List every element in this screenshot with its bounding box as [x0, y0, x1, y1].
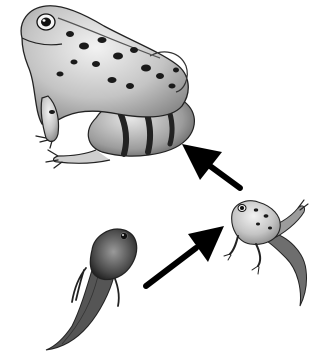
arrow-froglet-to-adult-frog: [182, 144, 240, 188]
tadpole-body: [90, 229, 136, 279]
froglet-tail: [268, 232, 307, 306]
arrow-tadpole-to-froglet: [146, 226, 224, 286]
froglet: [224, 200, 308, 306]
tadpole-eye: [121, 233, 128, 240]
adult-frog: [21, 6, 194, 168]
tadpole: [46, 229, 137, 350]
